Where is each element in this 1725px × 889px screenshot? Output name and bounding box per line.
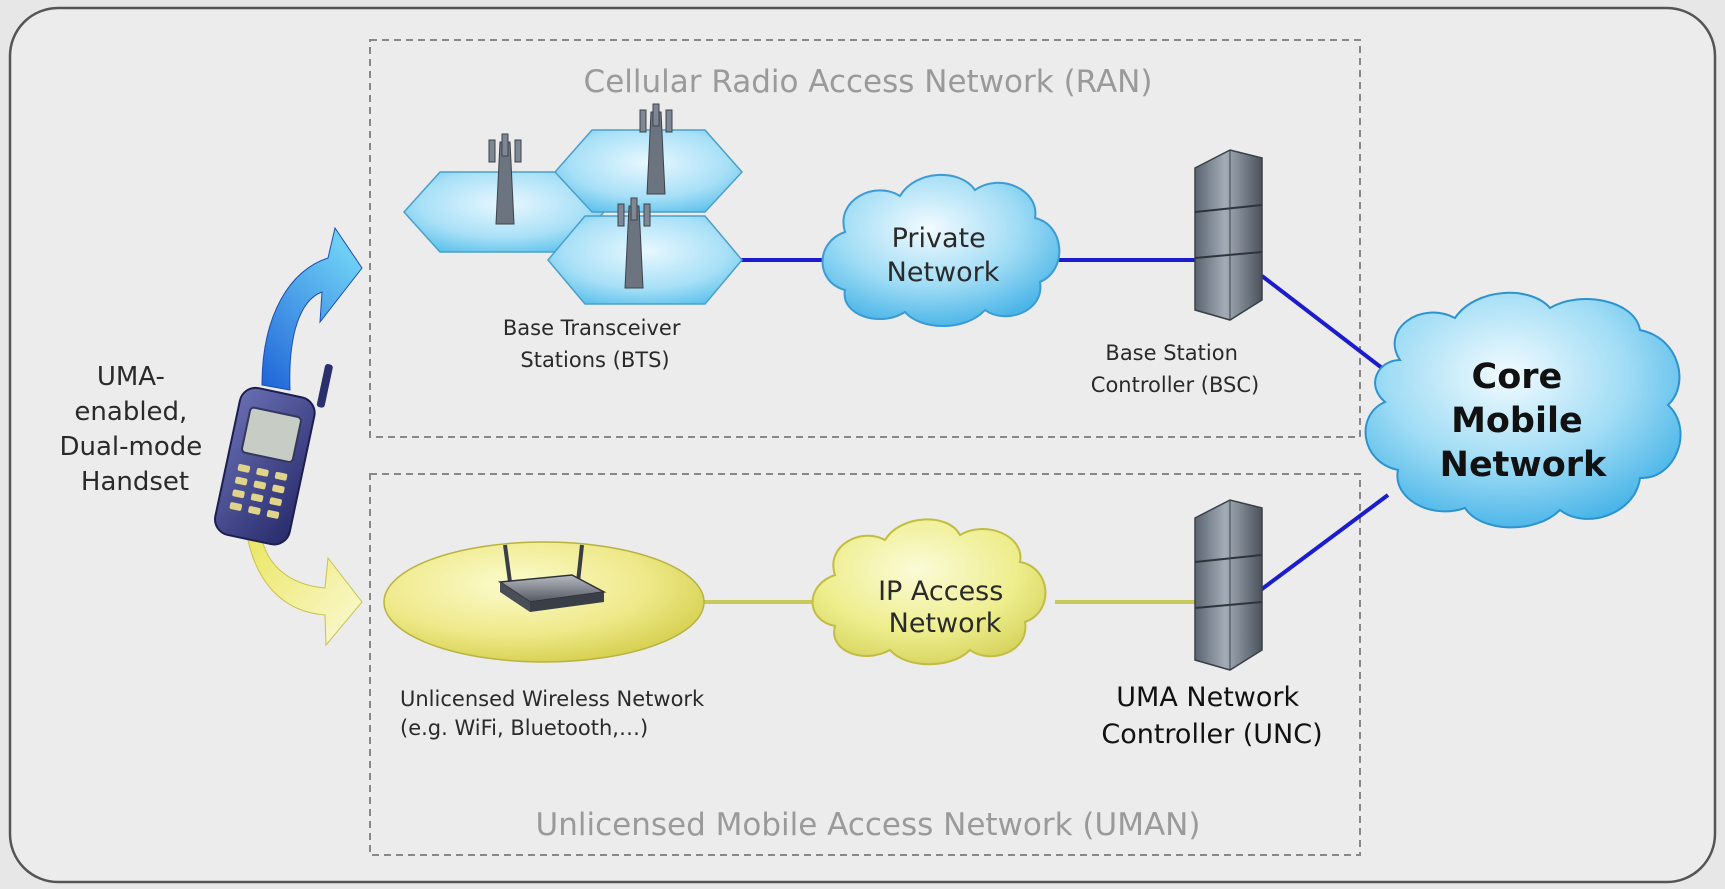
link-unc-core — [1256, 493, 1390, 594]
unc-label: UMA Network Controller (UNC) — [1101, 682, 1322, 750]
arrow-to-uman-icon — [245, 524, 363, 647]
ran-title: Cellular Radio Access Network (RAN) — [584, 64, 1153, 100]
bts-label: Base Transceiver Stations (BTS) — [503, 316, 687, 372]
uman-title: Unlicensed Mobile Access Network (UMAN) — [536, 807, 1201, 843]
antenna-tower-icon — [617, 197, 651, 289]
ran-group-box — [369, 39, 1361, 438]
handset-label: UMA- enabled, Dual-mode Handset — [59, 362, 210, 497]
bsc-label: Base Station Controller (BSC) — [1091, 341, 1259, 397]
private-network-label: Private Network — [887, 223, 1000, 288]
hex-cell — [547, 215, 743, 305]
unc-server-icon — [1194, 499, 1263, 671]
antenna-tower-icon — [639, 103, 673, 195]
dual-mode-handset-icon — [214, 364, 333, 546]
bsc-server-icon — [1194, 149, 1263, 321]
link-bsc-core — [1260, 274, 1397, 380]
ip-network-label: IP Access Network — [878, 576, 1012, 639]
ip-access-network-cloud — [811, 518, 1047, 666]
private-network-cloud — [821, 173, 1061, 327]
wifi-router-icon — [497, 544, 607, 612]
antenna-tower-icon — [488, 133, 522, 225]
arrow-to-ran-icon — [261, 226, 363, 391]
core-mobile-network-cloud — [1364, 291, 1682, 529]
core-network-label: Core Mobile Network — [1440, 357, 1607, 485]
wireless-network-label: Unlicensed Wireless Network (e.g. WiFi, … — [400, 687, 711, 740]
uman-group-box — [369, 473, 1361, 856]
